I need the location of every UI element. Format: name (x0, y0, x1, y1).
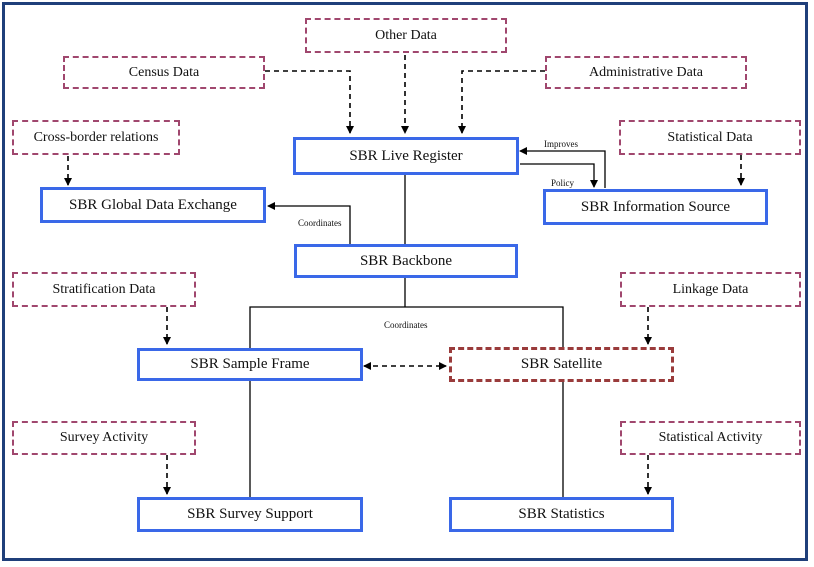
node-sbr-backbone: SBR Backbone (294, 244, 518, 278)
node-sbr-survey-support: SBR Survey Support (137, 497, 363, 532)
node-linkage-data: Linkage Data (620, 272, 801, 307)
node-census-data: Census Data (63, 56, 265, 89)
edge-backbone-branch (249, 278, 564, 348)
edge-live-policy-infosource (520, 163, 598, 188)
node-sbr-statistics: SBR Statistics (449, 497, 674, 532)
node-survey-activity: Survey Activity (12, 421, 196, 455)
node-administrative-data: Administrative Data (545, 56, 747, 89)
label-coordinates-backbone: Coordinates (384, 320, 428, 330)
node-statistical-activity: Statistical Activity (620, 421, 801, 455)
node-sbr-global-data-exchange: SBR Global Data Exchange (40, 187, 266, 223)
node-sbr-satellite: SBR Satellite (449, 347, 674, 382)
label-coordinates-exchange: Coordinates (298, 218, 342, 228)
label-improves: Improves (544, 139, 578, 149)
edge-backbone-to-exchange (267, 202, 351, 244)
node-cross-border-relations: Cross-border relations (12, 120, 180, 155)
edge-admin-to-live (458, 70, 545, 134)
label-policy: Policy (551, 178, 575, 188)
node-statistical-data: Statistical Data (619, 120, 801, 155)
edge-census-to-live (265, 70, 354, 134)
node-other-data: Other Data (305, 18, 507, 53)
node-sbr-sample-frame: SBR Sample Frame (137, 348, 363, 381)
node-sbr-live-register: SBR Live Register (293, 137, 519, 175)
node-stratification-data: Stratification Data (12, 272, 196, 307)
node-sbr-information-source: SBR Information Source (543, 189, 768, 225)
edge-infosource-improves-live (519, 147, 606, 188)
